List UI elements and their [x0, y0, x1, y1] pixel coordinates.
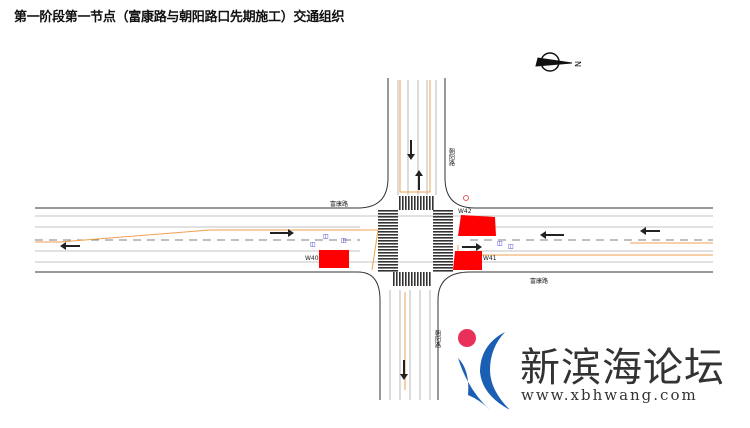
work-zone-w42 — [458, 215, 496, 236]
watermark-url: www.xbhwang.com — [521, 386, 698, 404]
road-edges — [35, 78, 713, 400]
north-label: N — [573, 61, 582, 67]
svg-text:◫: ◫ — [341, 237, 347, 244]
watermark-name: 新滨海论坛 — [520, 345, 725, 391]
crosswalks — [378, 196, 453, 286]
drawing-title: 第一阶段第一节点（富康路与朝阳路口先期施工）交通组织 — [14, 10, 345, 25]
label-w42: W42 — [458, 208, 472, 215]
marker-icon — [463, 195, 469, 201]
svg-text:◫: ◫ — [508, 243, 514, 250]
label-w40: W40 — [305, 255, 319, 262]
svg-text:◫: ◫ — [497, 240, 503, 247]
label-w41: W41 — [483, 255, 497, 262]
svg-text:◫: ◫ — [310, 241, 316, 248]
work-zone-w40 — [319, 250, 349, 268]
road-label-fukang-west: 富康路 — [330, 200, 348, 208]
signs: ◫ ◫ ◫ ◫ ◫ — [310, 233, 514, 250]
road-label-chaoyang-south: 朝阳路 — [434, 329, 441, 349]
svg-text:◫: ◫ — [323, 233, 329, 240]
lane-arrows — [60, 140, 660, 380]
north-arrow-icon — [535, 52, 573, 72]
road-label-chaoyang-north: 朝阳路 — [448, 147, 455, 167]
work-zones — [319, 215, 496, 270]
road-label-fukang-east: 富康路 — [530, 277, 548, 285]
work-zone-w41 — [453, 251, 482, 270]
watermark-logo — [458, 329, 510, 410]
